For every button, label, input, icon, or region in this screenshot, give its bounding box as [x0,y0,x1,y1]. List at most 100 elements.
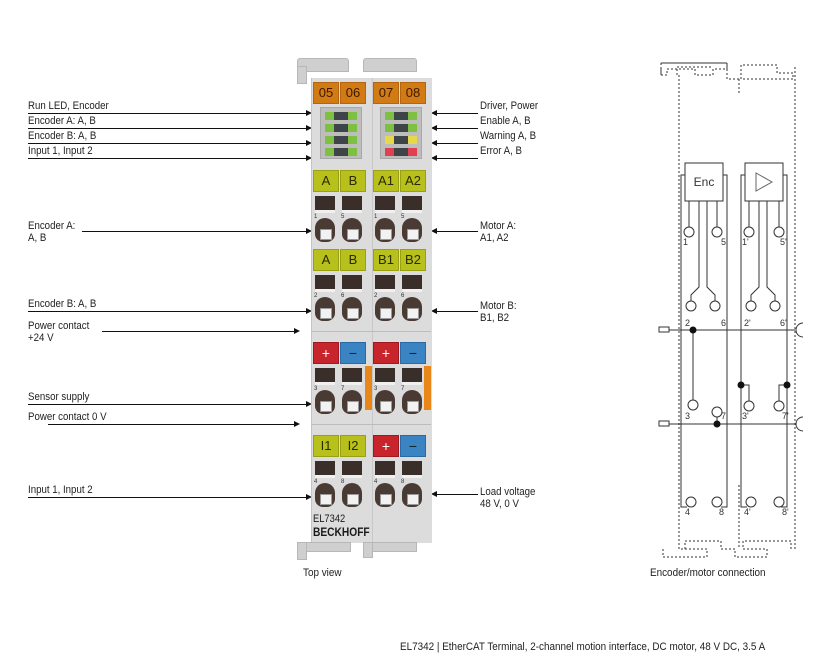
terminal-tab-a1: A1 [373,170,399,192]
leader-line [436,143,478,144]
release-slot[interactable] [315,275,335,292]
pin-number: 1 [314,214,318,220]
pin-number: 7 [341,386,345,392]
label-text: Encoder B: A, B [28,298,97,310]
release-slot[interactable] [342,461,362,478]
wire-entry[interactable] [315,483,335,507]
release-slot[interactable] [342,368,362,385]
pin-label: 3' [742,411,749,421]
power-contact-input [658,326,670,333]
pin-number: 4 [374,479,378,485]
release-slot[interactable] [315,196,335,213]
leader-line [28,311,308,312]
pin-label: 4' [744,507,751,517]
label-text: Encoder A: A, B [28,115,96,127]
arrow-head-icon [431,140,437,146]
release-slot[interactable] [342,196,362,213]
release-slot[interactable] [315,461,335,478]
release-slot[interactable] [342,275,362,292]
arrow-head-icon [294,421,300,427]
pin-number: 2 [374,293,378,299]
pin-number: 5 [341,214,345,220]
terminal-tab-b: B [340,249,366,271]
caption-schematic: Encoder/motor connection [650,567,766,579]
terminal-top-view: 05 06 07 08 A B A1 A2 1 5 1 5 A B B1 B2 … [297,58,432,560]
label-text: Motor A: [480,220,517,232]
release-slot[interactable] [375,461,395,478]
wire-entry[interactable] [342,390,362,414]
label-text: Power contact 0 V [28,411,107,423]
label-text: Run LED, Encoder [28,100,109,112]
terminal-tab-plus: + [373,342,399,364]
pin-number: 5 [401,214,405,220]
top-clip-foot [297,66,307,84]
wire-entry[interactable] [402,297,422,321]
encoder-block [684,162,724,202]
pin-number: 3 [374,386,378,392]
amplifier-block [744,162,784,202]
arrow-head-icon [306,140,312,146]
wire-entry[interactable] [375,297,395,321]
arrow-head-icon [306,228,312,234]
encoder-label: Enc [694,175,715,189]
arrow-head-icon [306,155,312,161]
arrow-head-icon [306,110,312,116]
housing-outline [660,62,796,558]
pin-number: 1 [374,214,378,220]
led-number-tab: 06 [340,82,366,104]
leader-line [436,158,478,159]
brand-logo: BECKHOFF [313,525,370,539]
pin-number: 6 [341,293,345,299]
leader-line [436,113,478,114]
wire-entry[interactable] [342,483,362,507]
wire-entry[interactable] [342,297,362,321]
label-text: Encoder A: [28,220,76,232]
release-slot[interactable] [402,196,422,213]
terminal-tab-plus: + [313,342,339,364]
release-slot[interactable] [402,368,422,385]
release-slot[interactable] [315,368,335,385]
release-slot[interactable] [375,275,395,292]
wire-entry[interactable] [402,483,422,507]
wire-entry[interactable] [342,218,362,242]
wire-entry[interactable] [375,483,395,507]
arrow-head-icon [431,308,437,314]
pin-label: 7 [721,411,726,421]
caption-top-view: Top view [303,567,342,579]
pin-number: 4 [314,479,318,485]
power-contact-output [795,416,804,432]
led-number-tab: 08 [400,82,426,104]
arrow-head-icon [306,401,312,407]
product-description: EL7342 | EtherCAT Terminal, 2-channel mo… [400,641,766,653]
pin-label: 6' [780,318,787,328]
arrow-head-icon [431,228,437,234]
pin-number: 3 [314,386,318,392]
label-text: Load voltage [480,486,536,498]
arrow-head-icon [306,125,312,131]
release-slot[interactable] [375,368,395,385]
release-slot[interactable] [402,275,422,292]
model-label: EL7342 [313,513,346,525]
wire-entry[interactable] [315,218,335,242]
wire-entry[interactable] [315,390,335,414]
label-text: Sensor supply [28,391,90,403]
label-text: Motor B: [480,300,517,312]
arrow-head-icon [431,125,437,131]
module-divider [311,424,431,425]
label-text: B1, B2 [480,312,510,324]
release-slot[interactable] [402,461,422,478]
leader-line [436,128,478,129]
wire-entry[interactable] [375,218,395,242]
leader-line [28,143,308,144]
terminal-tab-minus: − [400,342,426,364]
pin-label: 7' [782,411,789,421]
pin-number: 7 [401,386,405,392]
terminal-tab-i1: I1 [313,435,339,457]
wire-entry[interactable] [402,218,422,242]
release-slot[interactable] [375,196,395,213]
wire-entry[interactable] [402,390,422,414]
wire-entry[interactable] [375,390,395,414]
leader-line [28,113,308,114]
wire-entry[interactable] [315,297,335,321]
terminal-points [683,226,785,508]
